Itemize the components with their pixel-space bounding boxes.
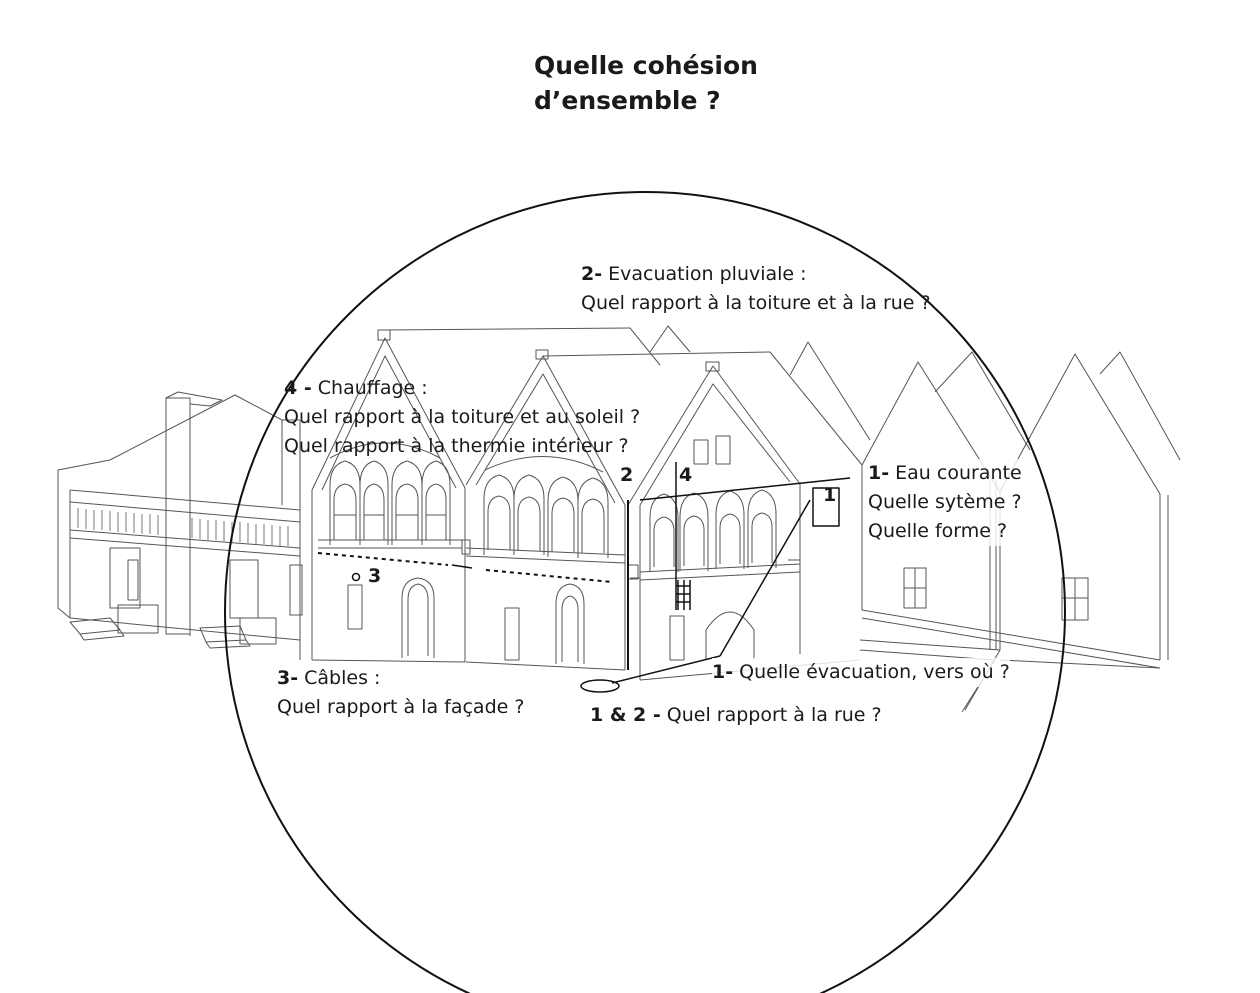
annotation-heading: Câbles :	[298, 667, 381, 689]
annotation-question: Quelle forme ?	[868, 520, 1008, 542]
annotation-heading: Eau courante	[889, 462, 1022, 484]
gabled-house-b	[461, 349, 863, 671]
diagram-title: Quelle cohésion d’ensemble ?	[534, 48, 758, 118]
annotation-question: Quel rapport à la façade ?	[277, 696, 525, 718]
annotation-question: Quel rapport à la toiture et au soleil ?	[284, 406, 641, 428]
marker-2: 2	[620, 464, 634, 486]
water-pipe-line	[719, 499, 811, 657]
title-line-1: Quelle cohésion	[534, 51, 758, 80]
title-line-2: d’ensemble ?	[534, 86, 721, 115]
annotation-question: Quel rapport à la toiture et à la rue ?	[581, 292, 931, 314]
annotation-number: 3-	[277, 667, 299, 689]
annotation-cables: 3- Câbles : Quel rapport à la façade ?	[277, 664, 524, 722]
marker-1: 1	[823, 484, 837, 506]
annotation-evacuation-vers-ou: 1- Quelle évacuation, vers où ?	[712, 658, 1010, 687]
annotation-eau-courante: 1- Eau courante Quelle sytème ? Quelle f…	[868, 459, 1022, 546]
annotation-rapport-rue: 1 & 2 - Quel rapport à la rue ?	[590, 701, 882, 730]
street-drain-marker	[580, 679, 620, 693]
annotation-question: Quelle évacuation, vers où ?	[733, 661, 1010, 683]
cable-point-marker	[351, 572, 361, 582]
annotation-number: 1-	[868, 462, 890, 484]
heating-radiator-marker	[676, 580, 691, 610]
marker-4: 4	[679, 464, 693, 486]
annotation-question: Quel rapport à la thermie intérieur ?	[284, 435, 629, 457]
annotation-number: 1 & 2 -	[590, 704, 661, 726]
cable-dashed-line-right	[485, 569, 613, 583]
cable-dashed-line-left	[317, 552, 449, 566]
annotation-number: 4 -	[284, 377, 312, 399]
annotation-question: Quelle sytème ?	[868, 491, 1022, 513]
annotation-question: Quel rapport à la rue ?	[660, 704, 882, 726]
gabled-house-a	[311, 327, 661, 663]
gabled-house-c	[627, 361, 861, 681]
annotation-heading: Evacuation pluviale :	[602, 263, 807, 285]
annotation-heading: Chauffage :	[311, 377, 428, 399]
annotation-chauffage: 4 - Chauffage : Quel rapport à la toitur…	[284, 374, 640, 461]
focus-circle	[224, 191, 1066, 993]
annotation-number: 1-	[712, 661, 734, 683]
annotation-marks	[224, 191, 1066, 993]
annotation-evacuation-pluviale: 2- Evacuation pluviale : Quel rapport à …	[581, 260, 931, 318]
water-tank-marker-1	[812, 487, 840, 527]
left-wing-building	[57, 391, 303, 660]
annotation-number: 2-	[581, 263, 603, 285]
marker-3: 3	[368, 565, 382, 587]
